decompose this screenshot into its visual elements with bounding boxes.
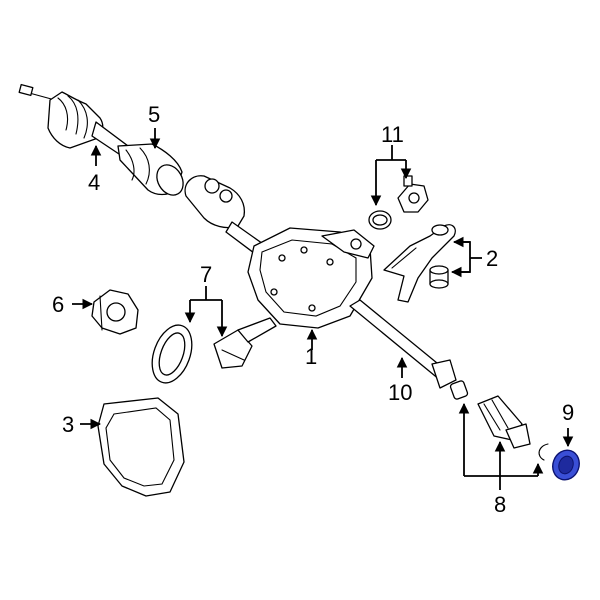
ring-gear[interactable]	[145, 320, 199, 389]
callout-9: 9	[562, 400, 574, 425]
cv-axle-shaft[interactable]	[18, 83, 188, 200]
callout-7: 7	[200, 262, 212, 287]
callout-8: 8	[494, 492, 506, 517]
axle-tube[interactable]	[184, 175, 267, 257]
axle-actuator[interactable]	[397, 175, 429, 213]
differential-cover[interactable]	[97, 397, 185, 497]
bracket-bushing[interactable]	[429, 265, 449, 289]
output-shaft[interactable]	[477, 395, 531, 449]
callout-5: 5	[148, 102, 160, 127]
callout-3: 3	[62, 412, 74, 437]
pinion-gear[interactable]	[213, 317, 277, 369]
callout-6: 6	[52, 292, 64, 317]
actuator-seal-ring[interactable]	[368, 210, 392, 230]
leader-lines	[72, 128, 574, 490]
callout-2: 2	[486, 246, 498, 271]
callouts: 1 2 3 4 5 6 7 8 9 10 11	[52, 102, 574, 517]
intermediate-shaft[interactable]	[349, 299, 457, 389]
callout-10: 10	[388, 380, 412, 405]
callout-4: 4	[88, 170, 100, 195]
callout-1: 1	[305, 344, 317, 369]
highlighted-seal[interactable]	[549, 446, 584, 483]
differential-housing[interactable]	[247, 227, 375, 329]
callout-11: 11	[381, 122, 404, 147]
mount-bracket[interactable]	[383, 224, 456, 303]
snap-ring[interactable]	[538, 443, 549, 461]
differential-case[interactable]	[91, 289, 139, 335]
shaft-bearing[interactable]	[449, 380, 469, 400]
